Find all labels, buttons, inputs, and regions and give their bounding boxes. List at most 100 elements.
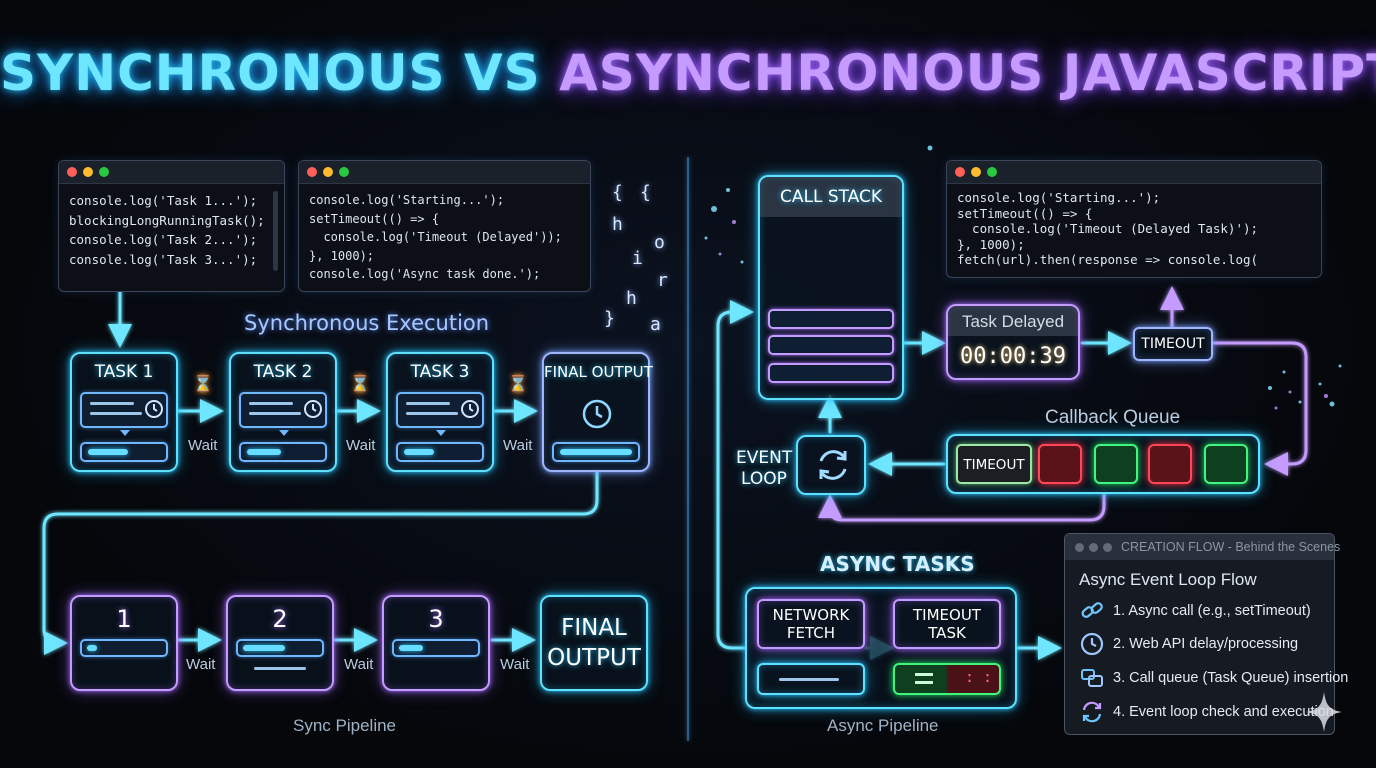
callback-queue: TIMEOUT (946, 434, 1260, 494)
creation-flow-panel: CREATION FLOW - Behind the Scenes Async … (1064, 533, 1348, 735)
window-titlebar (299, 161, 590, 184)
floating-glyph: i (632, 248, 643, 269)
code-line: console.log('Timeout (Delayed Task)'); (957, 221, 1259, 236)
flow-step-1: 1. Async call (e.g., setTimeout) (1079, 598, 1311, 624)
timeout-task-line2: TASK (928, 624, 966, 642)
task-title: TASK 3 (410, 362, 470, 382)
queue-item-green (1094, 444, 1138, 484)
progress-fill (87, 645, 97, 651)
code-line: console.log('Task 2...'); (69, 232, 258, 247)
task-panel (80, 392, 168, 428)
step-number: 1 (116, 605, 132, 633)
pipeline-final-output: FINAL OUTPUT (540, 595, 648, 691)
text-line (406, 402, 450, 405)
caret-icon (279, 430, 289, 436)
task-title: FINAL OUTPUT (544, 363, 653, 381)
text-line (406, 412, 458, 415)
minimize-dot (83, 167, 93, 177)
sync-execution-heading: Synchronous Execution (244, 311, 490, 335)
wait-label: Wait (186, 656, 216, 673)
panel-title: Async Event Loop Flow (1079, 570, 1257, 589)
error-dots-icon: : : (965, 668, 993, 686)
close-dot (307, 167, 317, 177)
text-line (249, 412, 301, 415)
step-number: 3 (428, 605, 444, 633)
code-line: console.log('Starting...'); (309, 193, 505, 207)
clock-icon (303, 399, 323, 424)
progress-fill (399, 645, 423, 651)
text-line (779, 678, 839, 681)
progress-bar (552, 442, 640, 462)
page-title: SYNCHRONOUS VS ASYNCHRONOUS JAVASCRIPT (0, 44, 1376, 102)
hourglass-icon: ⌛ (508, 376, 528, 393)
minimize-dot (323, 167, 333, 177)
pipeline-step-2: 2 (226, 595, 334, 691)
clock-icon (581, 398, 613, 435)
sync-pipeline-caption: Sync Pipeline (293, 716, 397, 735)
progress-fill (404, 449, 434, 455)
caret-icon (120, 430, 130, 436)
hourglass-icon: ⌛ (350, 376, 370, 393)
task-panel (396, 392, 484, 428)
progress-bar (80, 639, 168, 657)
code-block: console.log('Starting...'); setTimeout(()… (299, 184, 590, 291)
code-line: console.log('Timeout (Delayed')); (309, 230, 562, 244)
clock-icon (460, 399, 480, 424)
link-icon (1079, 598, 1105, 624)
async-snippet-window: console.log('Starting...'); setTimeout(()… (298, 160, 591, 292)
stack-icon (1079, 665, 1105, 691)
wait-label: Wait (500, 656, 530, 673)
code-line: }, 1000); (309, 248, 375, 263)
flow-step-text: 4. Event loop check and execution (1113, 704, 1334, 720)
maximize-dot (339, 167, 349, 177)
floating-glyph: o (654, 232, 665, 253)
text-line (90, 412, 142, 415)
floating-glyph: a (650, 314, 661, 335)
queue-item-red (1148, 444, 1192, 484)
stack-frame (768, 335, 894, 355)
caret-icon (436, 430, 446, 436)
sparkle-icon (1304, 690, 1344, 739)
progress-bar (396, 442, 484, 462)
final-label-line2: OUTPUT (547, 645, 641, 671)
timeout-task-card: TIMEOUT TASK (893, 599, 1001, 649)
flow-step-3: 3. Call queue (Task Queue) insertion (1079, 665, 1348, 691)
code-line: }, 1000); (957, 236, 1025, 252)
text-line (249, 402, 293, 405)
flow-step-4: 4. Event loop check and execution (1079, 699, 1334, 725)
window-titlebar (947, 161, 1321, 184)
network-fetch-line2: FETCH (786, 624, 836, 642)
event-loop-label-line1: EVENT (736, 448, 793, 468)
event-loop-label-line2: LOOP (741, 469, 787, 489)
floating-glyph: { (612, 182, 623, 203)
window-titlebar (59, 161, 284, 184)
code-line: setTimeout(() => { (957, 205, 1093, 221)
text-line (254, 667, 306, 670)
maximize-dot (987, 167, 997, 177)
title-part-async: ASYNCHRONOUS JAVASCRIPT (559, 44, 1376, 102)
panel-header: CREATION FLOW - Behind the Scenes (1121, 540, 1341, 554)
floating-glyph: r (657, 270, 668, 291)
code-line: setTimeout(() => { (309, 211, 440, 226)
scrollbar[interactable] (273, 191, 278, 271)
task-card-2: TASK 2 (229, 352, 337, 472)
queue-item-red (1038, 444, 1082, 484)
fetch-result-bar (757, 663, 865, 695)
pipeline-step-1: 1 (70, 595, 178, 691)
callback-queue-heading: Callback Queue (1045, 407, 1181, 428)
flow-step-text: 3. Call queue (Task Queue) insertion (1113, 670, 1349, 686)
stack-frame (768, 363, 894, 383)
wait-label: Wait (503, 437, 533, 454)
async-pipeline-caption: Async Pipeline (827, 716, 939, 735)
timeout-task-line1: TIMEOUT (913, 606, 981, 624)
queue-item-timeout: TIMEOUT (956, 444, 1032, 484)
code-line: blockingLongRunningTask(); (69, 212, 265, 228)
code-block: console.log('Starting...');setTimeout(()… (947, 184, 1321, 275)
floating-glyph: h (612, 214, 623, 235)
code-line: console.log('Starting...'); (957, 190, 1161, 205)
queue-item-label: TIMEOUT (963, 457, 1025, 473)
window-dot (1089, 543, 1098, 552)
minimize-dot (971, 167, 981, 177)
step-number: 2 (272, 605, 288, 633)
async-tasks-heading: ASYNC TASKS (820, 552, 975, 576)
